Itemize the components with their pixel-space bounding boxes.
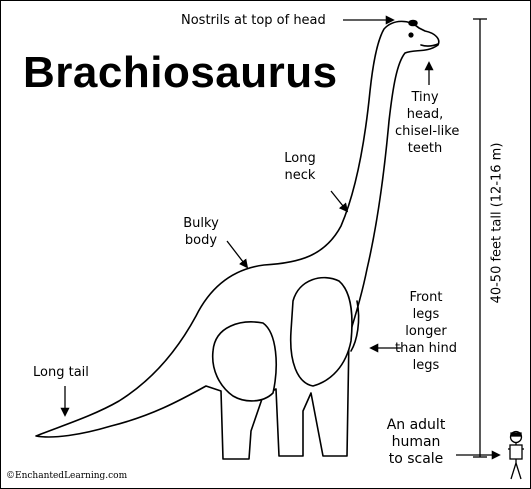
neck-label: Long neck xyxy=(275,150,325,184)
eye xyxy=(409,33,413,37)
human-figure xyxy=(508,432,524,480)
copyright-text: ©EnchantedLearning.com xyxy=(6,471,127,481)
nostrils-label: Nostrils at top of head xyxy=(181,12,326,29)
head-label: Tiny head, chisel-like teeth xyxy=(395,89,455,157)
diagram-title: Brachiosaurus xyxy=(23,47,338,99)
body-label: Bulky body xyxy=(176,215,226,249)
tail-label: Long tail xyxy=(33,364,89,381)
body-arrow xyxy=(227,241,247,267)
neck-arrow xyxy=(331,191,347,211)
nostril xyxy=(409,21,417,26)
height-scale-bar xyxy=(473,19,487,457)
legs-label: Front legs longer than hind legs xyxy=(386,289,466,374)
human-label: An adult human to scale xyxy=(379,417,453,468)
